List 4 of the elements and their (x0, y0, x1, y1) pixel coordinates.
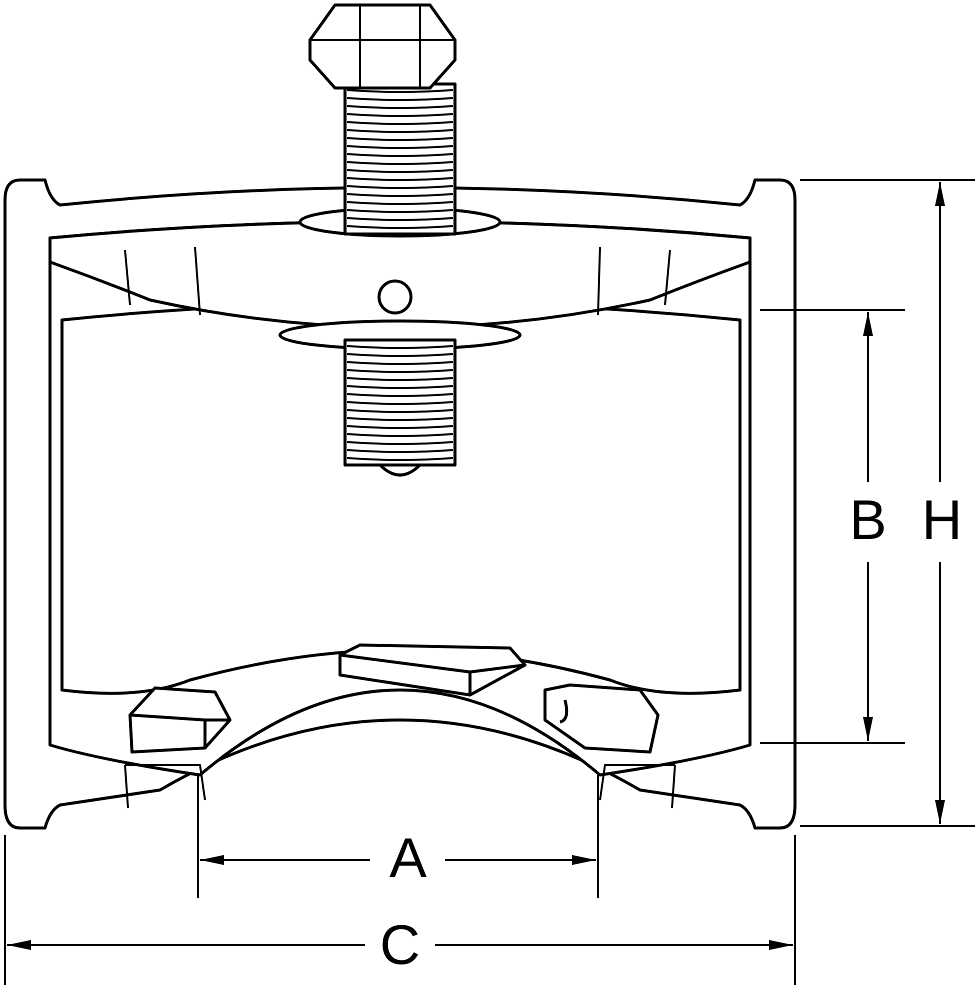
dimension-label: C (380, 917, 420, 973)
dimension-label: A (389, 830, 427, 886)
dimension-label: H (922, 492, 962, 548)
dimension-label: B (849, 492, 887, 548)
